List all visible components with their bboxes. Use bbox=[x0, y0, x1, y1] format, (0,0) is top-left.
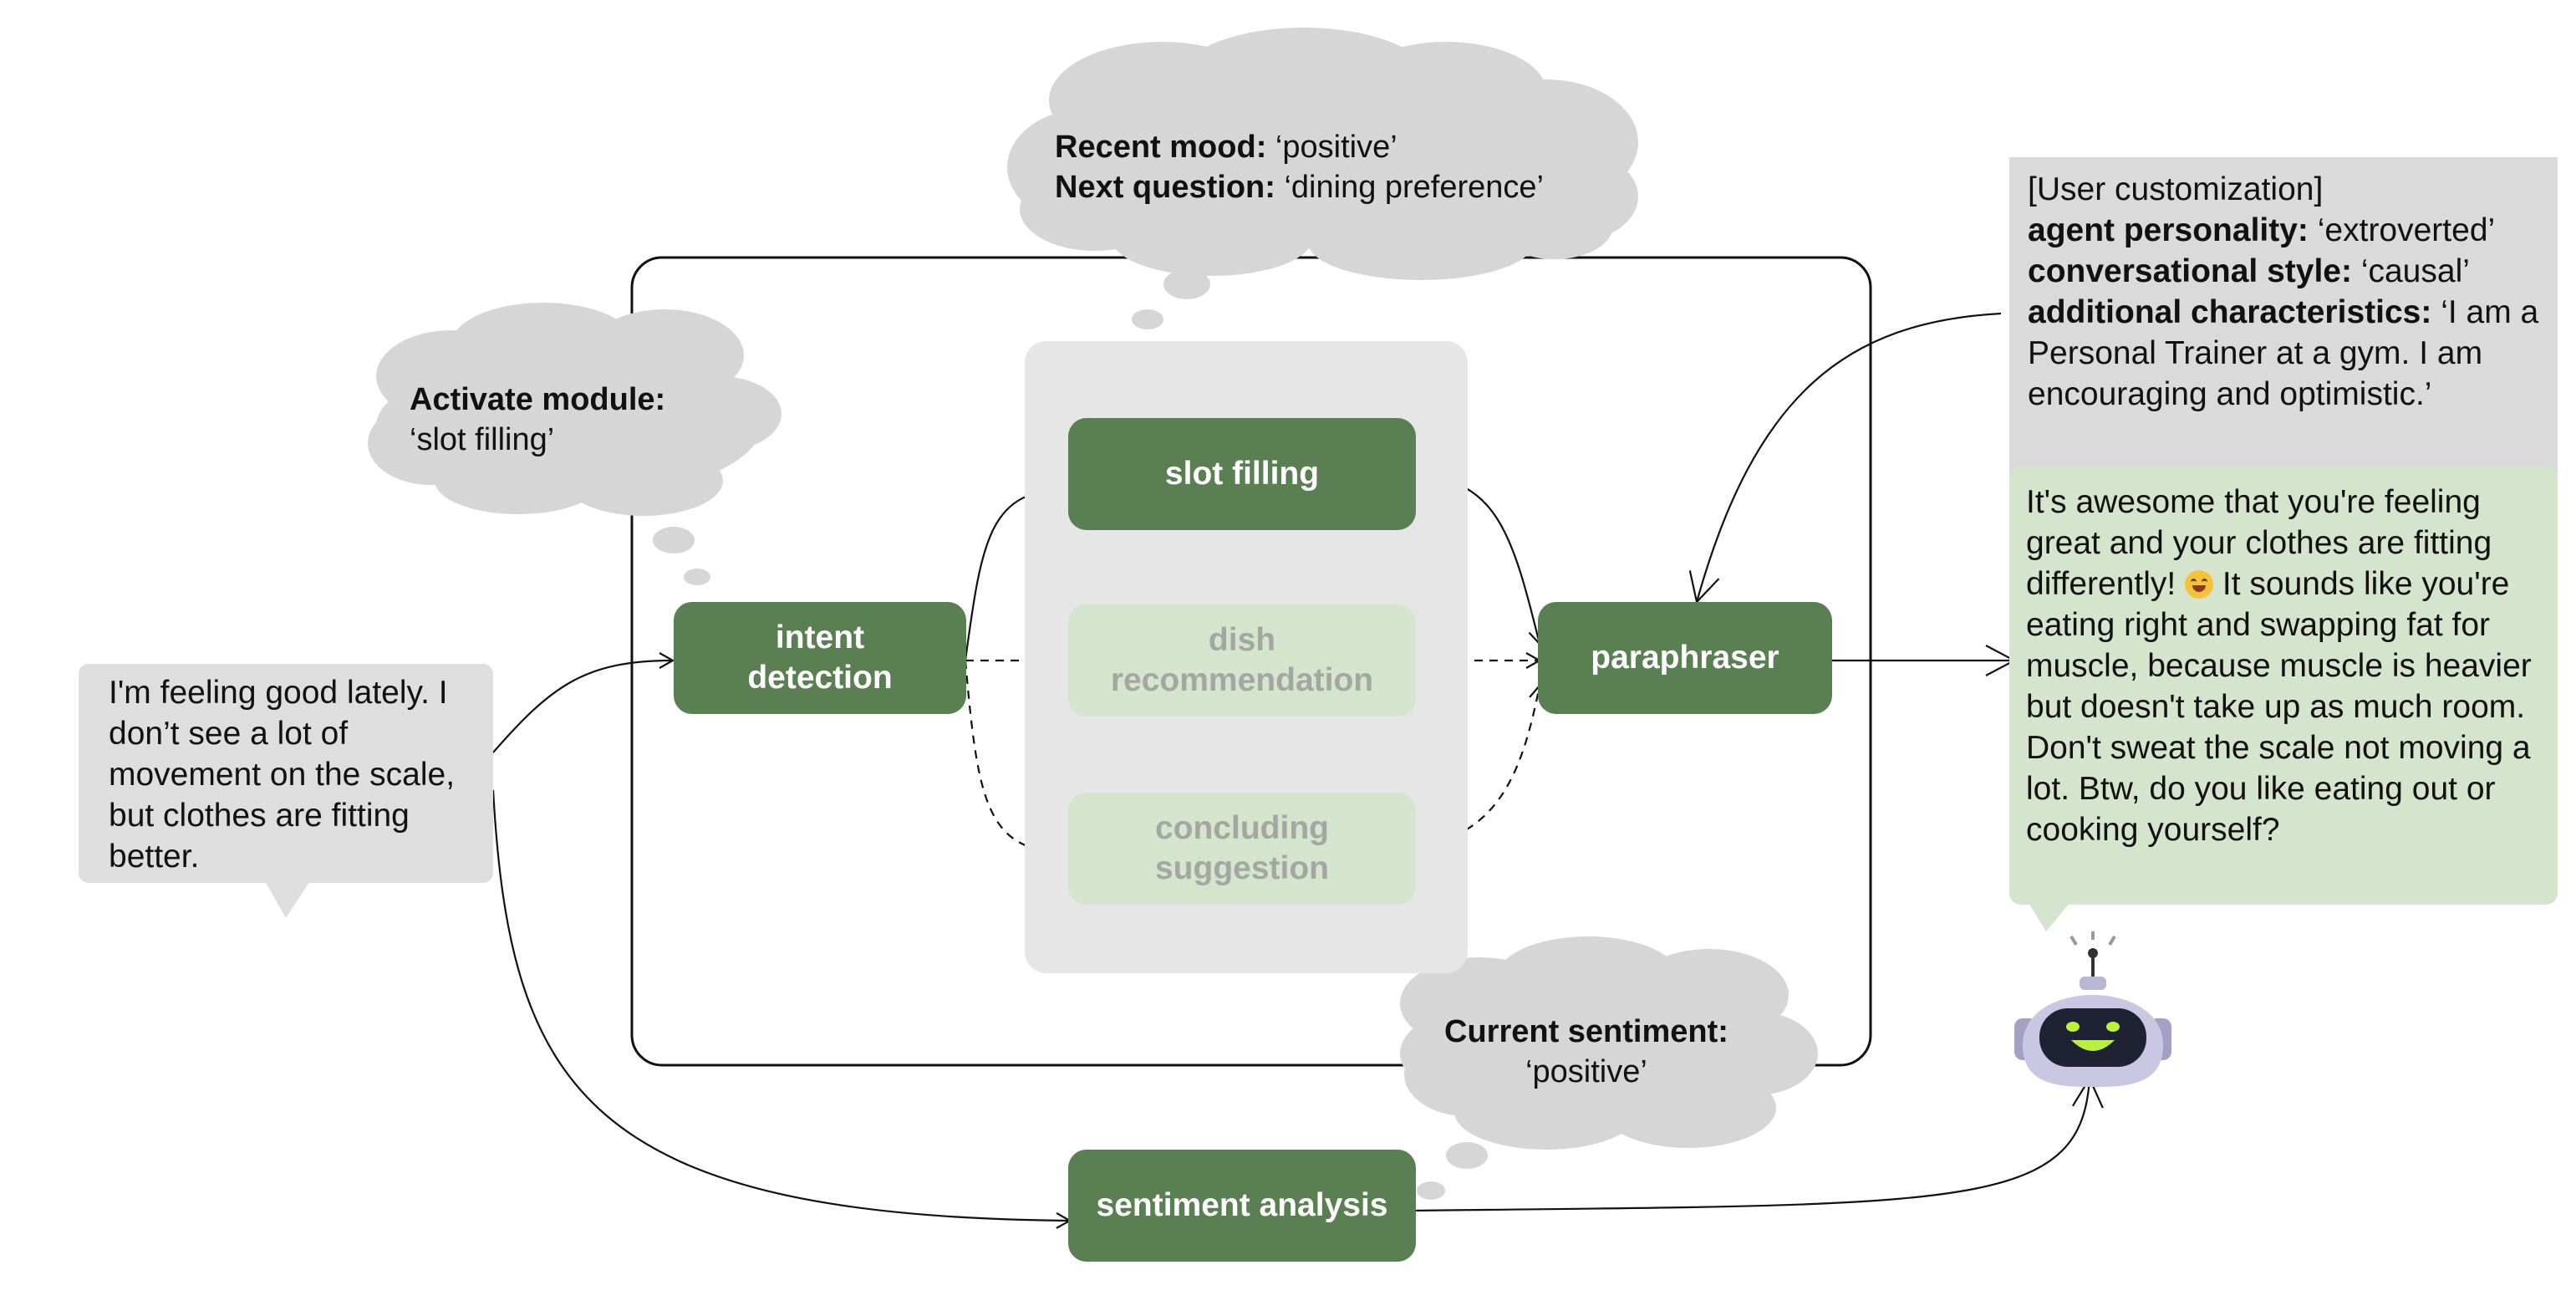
current-sentiment-label: Current sentiment: bbox=[1444, 1014, 1728, 1049]
paraphraser-module: paraphraser bbox=[1538, 602, 1832, 714]
dish-recommendation-module: dish recommendation bbox=[1068, 604, 1416, 717]
additional-characteristics-value: ‘I am a Personal Trainer at a gym. I am … bbox=[2028, 294, 2539, 412]
arrow-user-to-sentiment bbox=[491, 789, 1070, 1221]
customization-header: [User customization] bbox=[2028, 171, 2324, 207]
sentiment-cloud bbox=[1400, 936, 1818, 1200]
user-message-bubble: I'm feeling good lately. I don’t see a l… bbox=[79, 664, 493, 883]
intent-detection-module: intent detection bbox=[674, 602, 966, 714]
activate-module-value: ‘slot filling’ bbox=[410, 422, 555, 457]
agent-personality-value: ‘extroverted’ bbox=[2317, 212, 2496, 248]
arrow-customization-to-paraphraser bbox=[1697, 312, 2002, 602]
next-question-value: ‘dining preference’ bbox=[1284, 170, 1544, 205]
memory-cloud bbox=[1007, 28, 1638, 329]
slot-filling-module: slot filling bbox=[1068, 418, 1416, 530]
agent-reply-text-end: It sounds like you're eating right and s… bbox=[2026, 566, 2532, 848]
reply-bubble-tail bbox=[2028, 901, 2071, 931]
recent-mood-value: ‘positive’ bbox=[1275, 130, 1397, 165]
memory-cloud-text: Recent mood: ‘positive’ Next question: ‘… bbox=[1055, 127, 1544, 207]
user-bubble-tail bbox=[264, 880, 311, 918]
activate-cloud-text: Activate module: ‘slot filling’ bbox=[410, 380, 665, 460]
concluding-suggestion-module: concluding suggestion bbox=[1068, 793, 1416, 905]
agent-reply-bubble: It's awesome that you're feeling great a… bbox=[2009, 467, 2558, 905]
additional-characteristics-label: additional characteristics: bbox=[2028, 294, 2432, 330]
activate-module-label: Activate module: bbox=[410, 382, 666, 417]
activate-cloud bbox=[368, 303, 781, 585]
smiling-hug-emoji-icon bbox=[2185, 570, 2214, 599]
arrow-sentiment-to-robot bbox=[1412, 1079, 2090, 1212]
robot-agent-icon bbox=[2014, 931, 2171, 1087]
current-sentiment-value: ‘positive’ bbox=[1525, 1054, 1647, 1089]
sentiment-cloud-text: Current sentiment: ‘positive’ bbox=[1444, 1012, 1728, 1092]
conversational-style-value: ‘causal’ bbox=[2360, 253, 2470, 289]
user-customization-box: [User customization] agent personality: … bbox=[2009, 157, 2558, 480]
arrow-user-to-intent bbox=[492, 661, 673, 753]
sentiment-analysis-module: sentiment analysis bbox=[1068, 1150, 1416, 1262]
recent-mood-label: Recent mood: bbox=[1055, 130, 1267, 165]
conversational-style-label: conversational style: bbox=[2028, 253, 2352, 289]
next-question-label: Next question: bbox=[1055, 170, 1275, 205]
agent-reply-text-start: It's awesome that you're feeling great a… bbox=[2026, 484, 2492, 602]
agent-personality-label: agent personality: bbox=[2028, 212, 2309, 248]
